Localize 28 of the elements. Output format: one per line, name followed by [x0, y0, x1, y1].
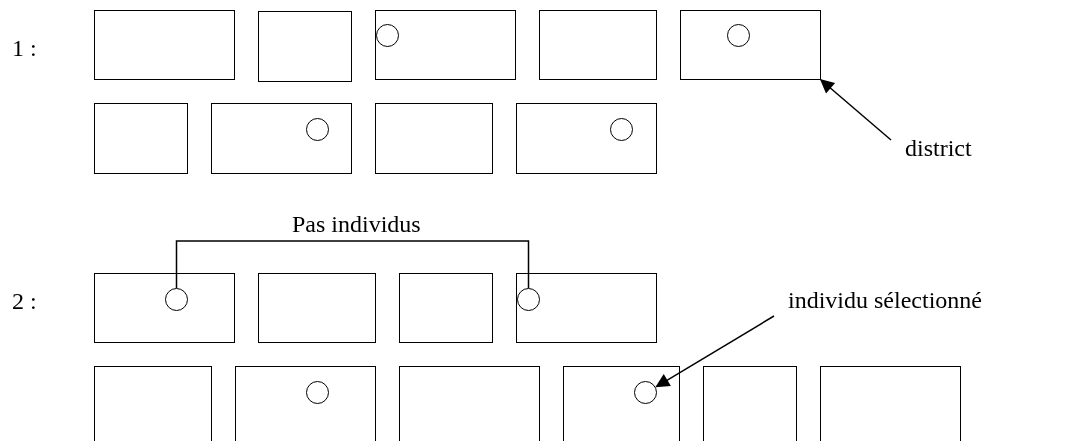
district-box [94, 103, 188, 174]
district-box [94, 273, 235, 343]
district-box [516, 273, 657, 343]
district-box [211, 103, 352, 174]
district-box [563, 366, 680, 441]
district-box [258, 11, 352, 82]
callout-text: individu sélectionné [788, 286, 982, 314]
district-box [539, 10, 657, 80]
row-label: 2 : [12, 287, 37, 315]
district-box [820, 366, 961, 441]
district-box [258, 273, 376, 343]
row-label: 1 : [12, 34, 37, 62]
district-box [94, 10, 235, 80]
district-box [703, 366, 797, 441]
district-box [94, 366, 212, 441]
district-box [399, 366, 540, 441]
district-box [375, 103, 493, 174]
district-box [399, 273, 493, 343]
district-box [516, 103, 657, 174]
bracket-line [376, 240, 530, 289]
arrow [819, 79, 892, 141]
arrow [655, 315, 775, 388]
district-box [680, 10, 821, 80]
bracket-line [175, 240, 378, 289]
callout-text: district [905, 134, 972, 162]
district-box [375, 10, 516, 80]
district-box [235, 366, 376, 441]
callout-text: Pas individus [292, 210, 421, 238]
